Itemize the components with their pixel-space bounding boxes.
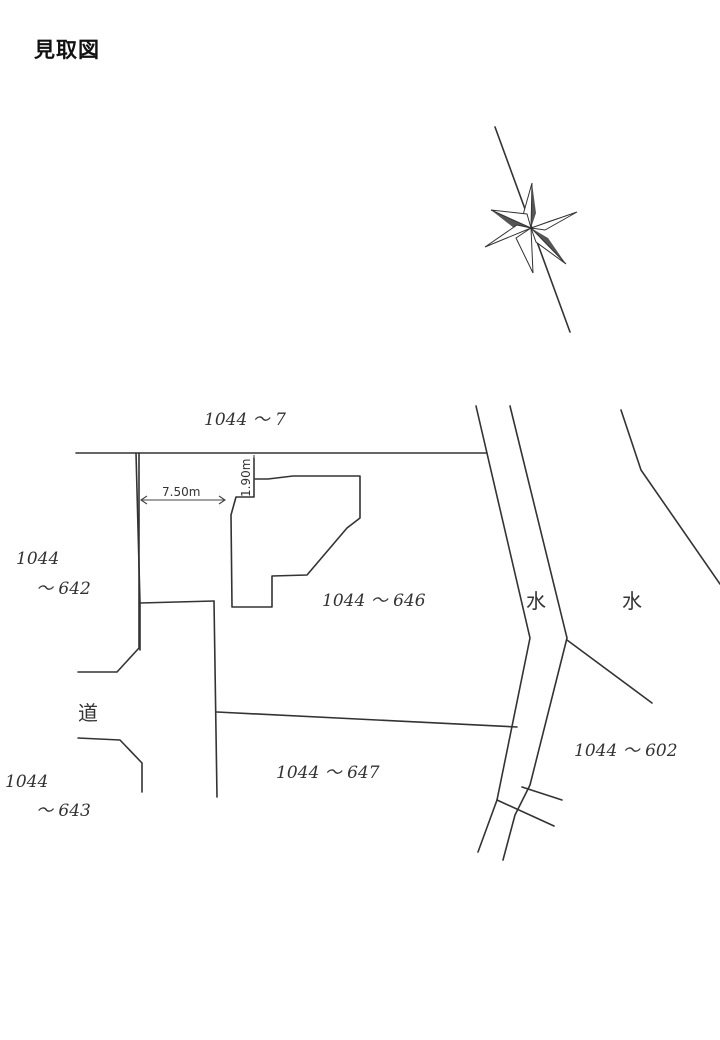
building-footprint: [230, 457, 361, 608]
page-title: 見取図: [34, 38, 100, 62]
dimension-label-setback-north: 1.90m: [239, 459, 253, 497]
parcel-label-west-lower-2: ～ 643: [36, 801, 91, 821]
parcel-label-north: 1044 ～ 7: [204, 410, 286, 430]
compass-icon: [484, 126, 578, 333]
parcel-label-west-lower-1: 1044: [5, 772, 48, 792]
parcel-label-subject: 1044 ～ 646: [322, 591, 426, 611]
parcel-label-south: 1044 ～ 647: [276, 763, 380, 783]
dimension-label-setback-west: 7.50m: [162, 485, 200, 499]
parcel-label-west-upper-2: ～ 642: [36, 579, 91, 599]
parcel-label-east: 1044 ～ 602: [574, 741, 678, 761]
water-label-east: 水: [622, 589, 642, 613]
dimension-lines: [140, 455, 255, 505]
boundary-lines: [75, 452, 518, 798]
waterway: [475, 405, 720, 861]
road-label: 道: [78, 701, 98, 725]
parcel-label-west-upper-1: 1044: [16, 549, 59, 569]
water-label-canal: 水: [526, 589, 546, 613]
